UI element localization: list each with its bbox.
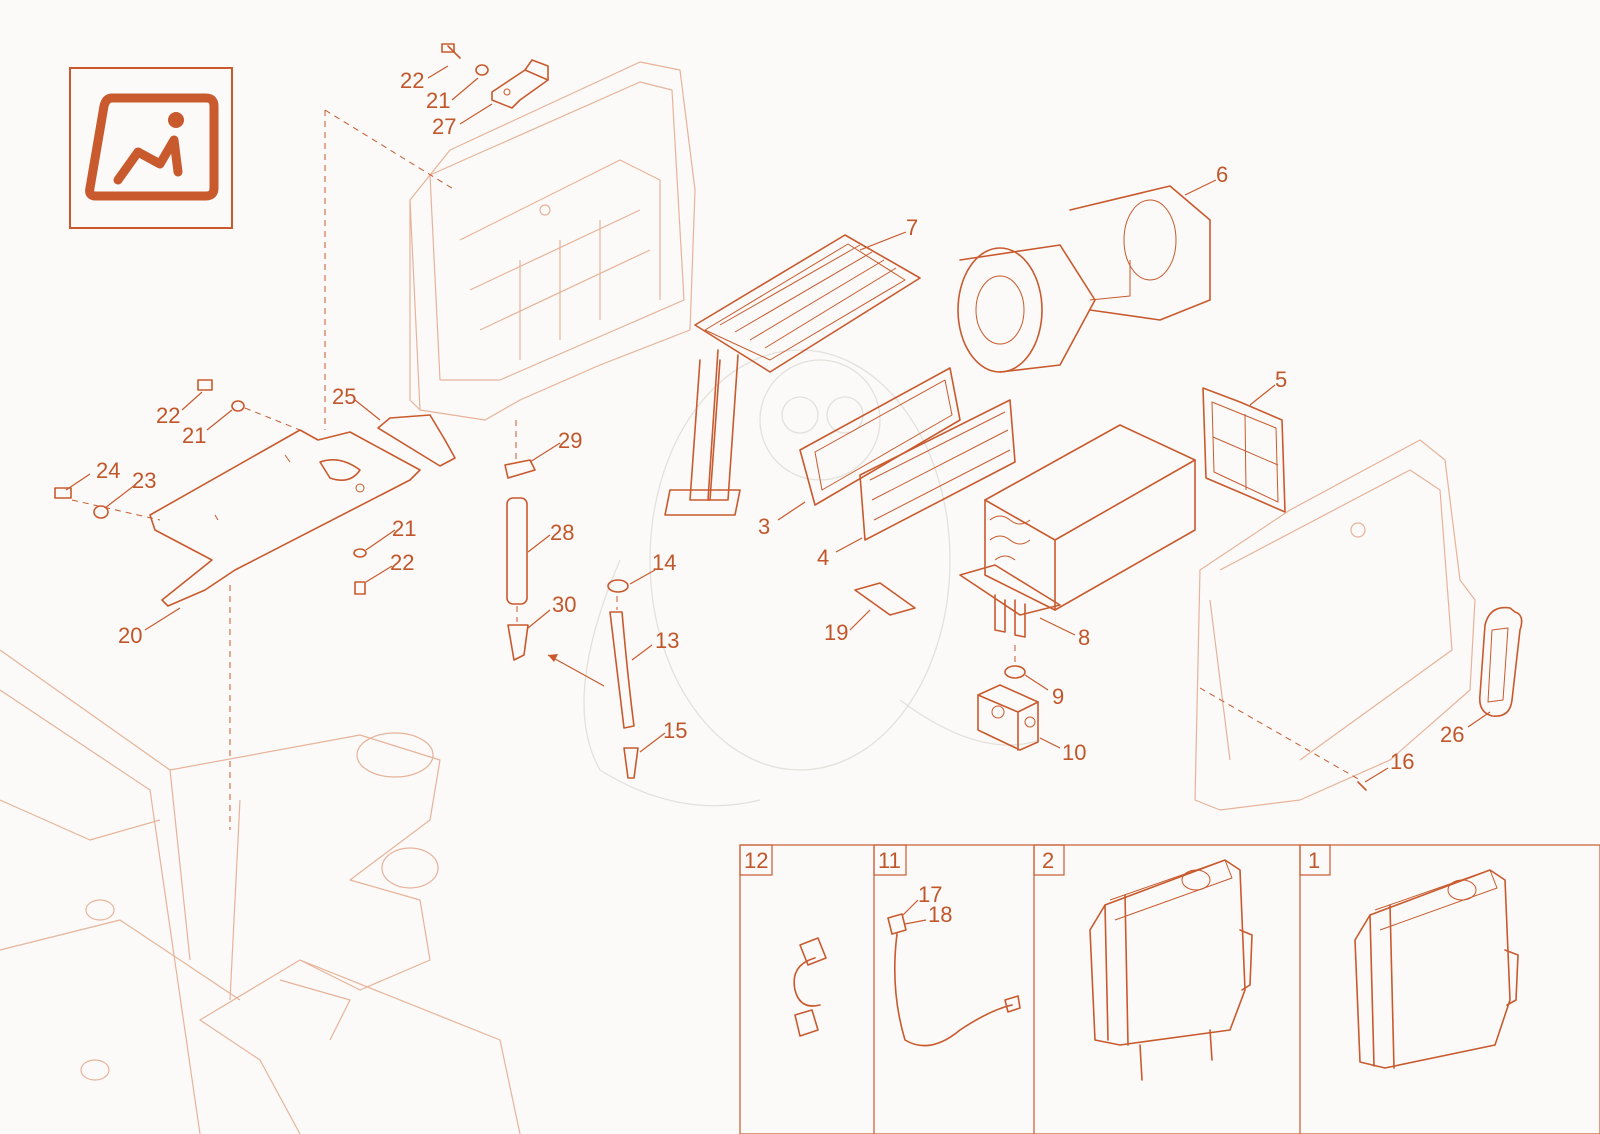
evaporator-housing-upper — [409, 61, 696, 421]
callout-label: 13 — [655, 628, 679, 653]
blower-6 — [957, 185, 1211, 373]
leader-lines — [65, 65, 1491, 783]
valve-10 — [977, 665, 1039, 751]
callout-label: 30 — [552, 592, 576, 617]
filter-4 — [859, 399, 1016, 541]
inset-number: 2 — [1042, 848, 1054, 873]
callout-label: 14 — [652, 550, 676, 575]
callout-label: 10 — [1062, 740, 1086, 765]
callout-label: 20 — [118, 623, 142, 648]
heater-core-7 — [664, 234, 921, 516]
inset-number: 12 — [744, 848, 768, 873]
assembly-lines — [71, 109, 1361, 830]
callout-label: 21 — [182, 423, 206, 448]
callout-label: 29 — [558, 428, 582, 453]
filter-3 — [799, 367, 961, 506]
callout-label: 8 — [1078, 625, 1090, 650]
sensor-label: 17 — [918, 882, 942, 907]
inset-number: 1 — [1308, 848, 1320, 873]
sensor-11: 17 18 — [887, 882, 1021, 1047]
mounting-plate-20 — [54, 379, 456, 607]
callout-label: 21 — [426, 88, 450, 113]
inset-number: 11 — [878, 848, 901, 873]
hvac-unit-2 — [1089, 859, 1253, 1081]
callout-label: 6 — [1216, 162, 1228, 187]
bracket-27 — [441, 43, 549, 109]
inset-panels: 12 11 2 1 17 18 — [739, 844, 1600, 1134]
sensor-label: 18 — [928, 902, 952, 927]
seat-icon — [69, 67, 233, 229]
callout-label: 25 — [332, 384, 356, 409]
callout-label: 22 — [400, 68, 424, 93]
callout-label: 7 — [906, 215, 918, 240]
callout-label: 9 — [1052, 684, 1064, 709]
drain-tube-28 — [504, 459, 536, 661]
callouts: 22 21 27 7 6 5 25 29 22 21 24 23 21 22 2… — [96, 68, 1464, 774]
filter-5 — [1202, 387, 1286, 513]
hvac-unit-1 — [1354, 869, 1519, 1069]
evaporator-8 — [959, 424, 1196, 638]
callout-label: 22 — [156, 403, 180, 428]
wire-harness-12 — [793, 937, 827, 1037]
callout-label: 21 — [392, 516, 416, 541]
filter-19 — [854, 582, 916, 616]
evaporator-housing-lower — [1194, 439, 1476, 811]
watermark-figure — [583, 349, 1041, 807]
callout-label: 23 — [132, 468, 156, 493]
callout-label: 3 — [758, 514, 770, 539]
callout-label: 5 — [1275, 367, 1287, 392]
callout-label: 19 — [824, 620, 848, 645]
callout-label: 4 — [817, 545, 829, 570]
chassis-frame — [0, 649, 521, 1134]
callout-label: 15 — [663, 718, 687, 743]
callout-label: 24 — [96, 458, 120, 483]
callout-label: 27 — [432, 114, 456, 139]
hose-13 — [547, 579, 639, 779]
duct-26 — [1478, 606, 1523, 717]
callout-label: 16 — [1390, 749, 1414, 774]
screw-16 — [1357, 781, 1367, 791]
callout-label: 22 — [390, 550, 414, 575]
callout-label: 28 — [550, 520, 574, 545]
callout-label: 26 — [1440, 722, 1464, 747]
